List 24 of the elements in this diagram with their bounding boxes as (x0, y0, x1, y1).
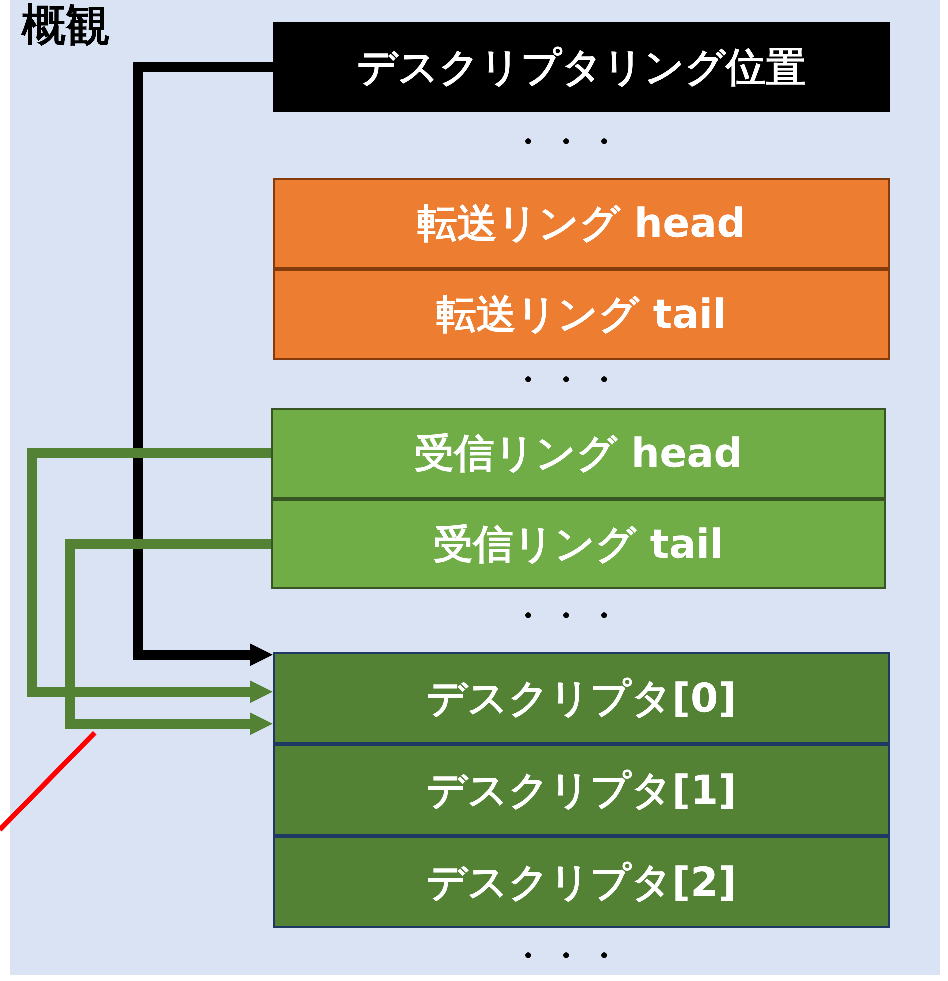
box-label: デスクリプタリング位置 (357, 44, 806, 92)
arrow (133, 62, 273, 666)
ellipsis-dots: ・・・ (512, 362, 628, 400)
register-box (273, 22, 890, 112)
box-label: 転送リング tail (436, 291, 727, 340)
box-label: 受信リング head (414, 430, 743, 479)
descriptor-box (273, 744, 890, 836)
arrow (27, 448, 273, 704)
ellipsis-dots: ・・・ (512, 938, 628, 976)
register-box (271, 408, 886, 499)
descriptor-box (273, 652, 890, 744)
heading: 概観 (22, 0, 110, 53)
arrow (65, 539, 273, 736)
register-box (271, 499, 886, 589)
ellipsis-dots: ・・・ (512, 124, 628, 162)
register-box (273, 178, 890, 269)
box-label: 転送リング head (417, 200, 746, 249)
box-label: 受信リング tail (433, 520, 724, 570)
register-box (273, 269, 890, 360)
box-label: デスクリプタ[1] (426, 766, 737, 816)
box-label: デスクリプタ[0] (426, 674, 737, 724)
ellipsis-dots: ・・・ (512, 598, 628, 636)
descriptor-box (273, 836, 890, 928)
box-label: デスクリプタ[2] (426, 858, 737, 908)
